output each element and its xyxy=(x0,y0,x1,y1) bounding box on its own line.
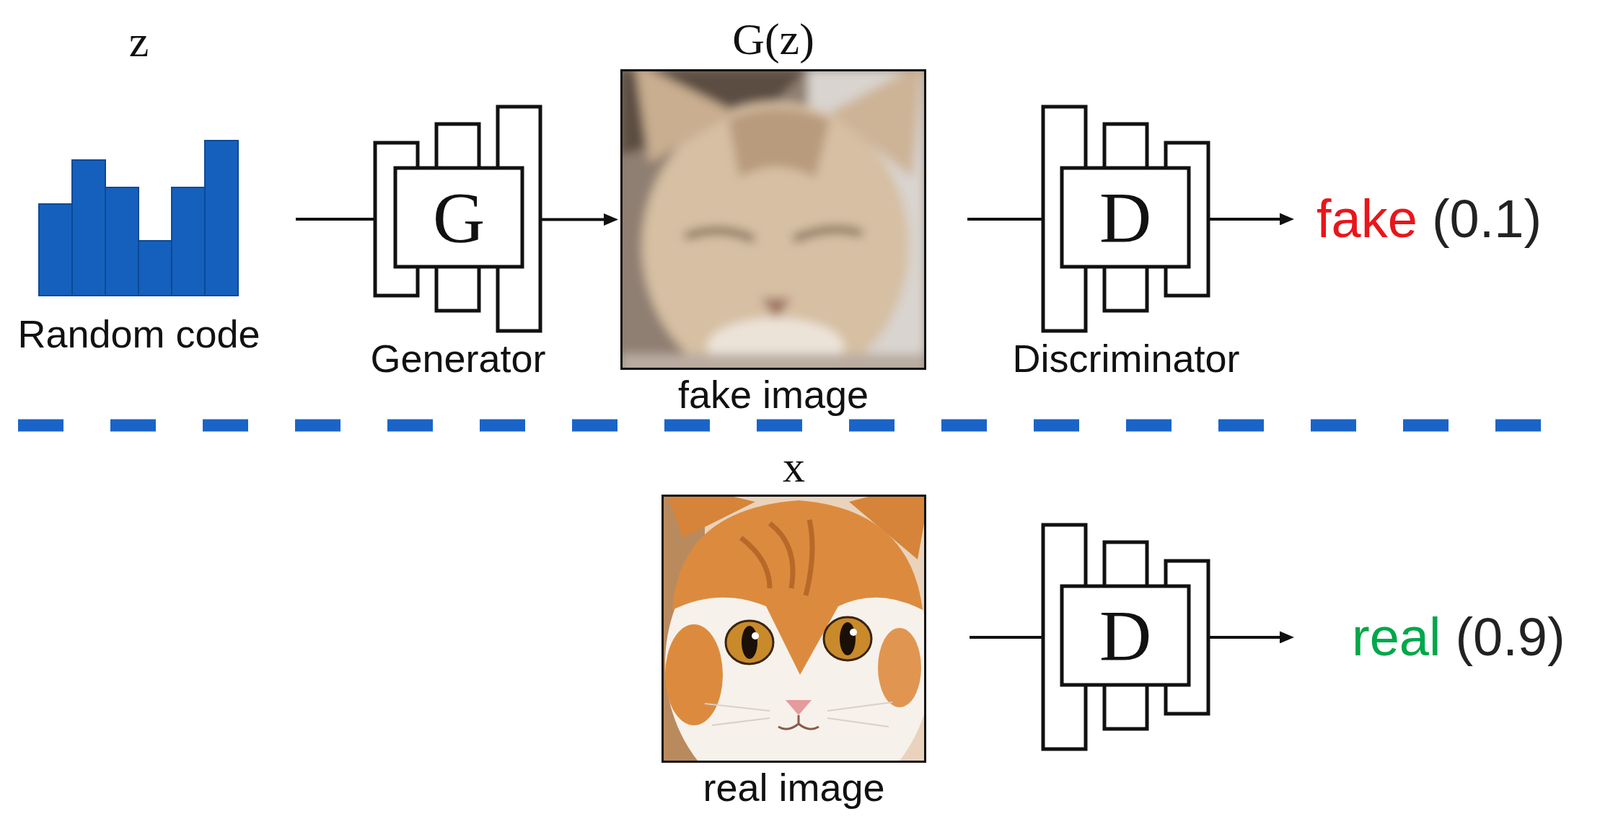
fake-cat-picture-part xyxy=(620,69,927,371)
fake-cat-picture-part-part-part xyxy=(829,69,924,178)
bar-chart-part xyxy=(105,187,139,296)
score-value: (0.1) xyxy=(1431,189,1542,249)
real-cat-picture-part-part xyxy=(665,624,723,726)
fake-cat-picture-part-part-part xyxy=(728,108,830,178)
real-cat-picture-part-part xyxy=(740,520,813,596)
real-cat-picture-part-part xyxy=(725,621,774,665)
inner-rect xyxy=(1061,168,1189,267)
block-caption: Generator xyxy=(370,337,546,381)
bar-chart-part xyxy=(38,204,73,296)
real-cat-picture-part-part xyxy=(823,617,872,661)
flow-arrow xyxy=(967,217,1044,221)
score-value: (0.9) xyxy=(1455,608,1565,667)
real-cat-picture-part-part xyxy=(839,622,856,656)
flow-arrow xyxy=(295,217,376,221)
flow-arrow xyxy=(541,218,607,222)
variable-label: z xyxy=(129,16,150,66)
variable-label: G(z) xyxy=(732,14,815,64)
real-cat-picture xyxy=(661,480,933,813)
real-cat-picture-part-part xyxy=(741,626,758,660)
real-cat-picture-part xyxy=(661,494,927,764)
flow-arrow xyxy=(969,636,1044,640)
bar-chart-part xyxy=(204,140,239,296)
real-cat-picture-part-part xyxy=(704,702,893,728)
bar-chart-part xyxy=(138,240,172,296)
block-caption: Discriminator xyxy=(1012,337,1240,381)
fake-cat-picture-part-part-part xyxy=(793,230,863,240)
real-cat-picture-part-part xyxy=(751,632,759,640)
fake-cat-picture-part-part-part xyxy=(634,69,736,164)
bar-chart xyxy=(38,140,239,296)
class-word: fake xyxy=(1316,189,1418,249)
real-cat-picture-part-part xyxy=(849,629,857,637)
fake-cat-picture-part-part-part xyxy=(761,298,792,319)
flow-arrow xyxy=(1209,636,1283,640)
discriminator-block: DDiscriminator xyxy=(1043,106,1210,332)
bar-chart-part xyxy=(171,187,205,296)
bar-chart-part xyxy=(72,160,106,296)
flow-arrow xyxy=(1209,217,1283,221)
output-label: real(0.9) xyxy=(1351,608,1566,667)
block-caption: Random code xyxy=(17,313,260,356)
fake-cat-picture-part-part-part xyxy=(685,230,754,240)
image-caption: fake image xyxy=(678,373,869,417)
image-frame: G(z)fake image xyxy=(620,69,927,371)
inner-rect xyxy=(395,168,523,267)
image-caption: real image xyxy=(702,766,885,810)
block-letter: D xyxy=(1061,168,1189,267)
class-word: real xyxy=(1351,608,1441,667)
random-code: zRandom code xyxy=(38,140,239,296)
generator-block: GGenerator xyxy=(375,106,542,332)
variable-label: x xyxy=(782,442,806,492)
block-letter: D xyxy=(1061,586,1189,686)
real-cat-picture-part-part xyxy=(778,715,819,730)
image-frame: xreal image xyxy=(661,494,927,764)
fake-cat-picture-part-part xyxy=(620,69,927,371)
fake-cat-picture xyxy=(620,62,927,391)
real-cat-picture-part-part xyxy=(785,700,812,716)
output-label: fake(0.1) xyxy=(1316,189,1542,249)
block-letter: G xyxy=(395,168,523,267)
fake-cat-picture-part-part-part xyxy=(620,354,927,371)
inner-rect xyxy=(1061,586,1189,686)
divider-line xyxy=(18,419,1541,433)
real-cat-picture-part-part xyxy=(877,628,922,708)
discriminator-block: D xyxy=(1043,525,1210,751)
